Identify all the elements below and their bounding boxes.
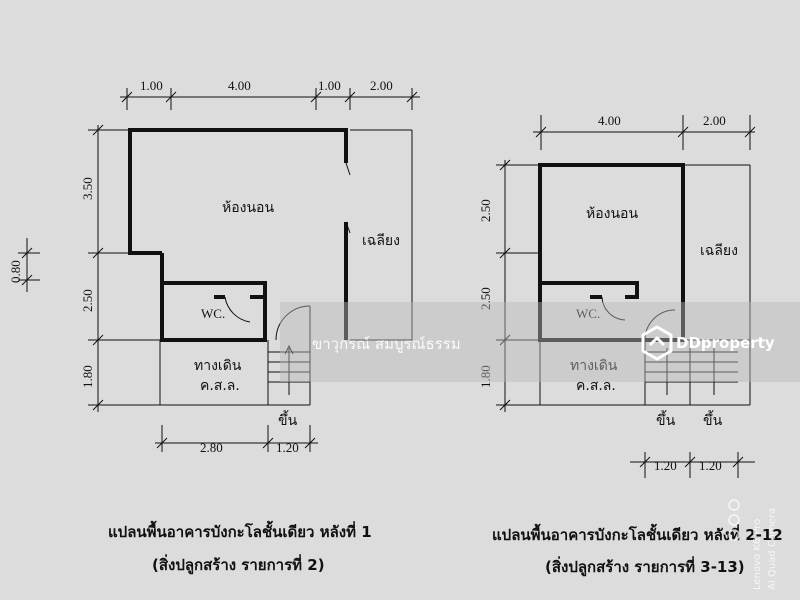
plan1-bedroom-label: ห้องนอน <box>222 200 274 216</box>
plan-1 <box>18 88 420 452</box>
plan2-walkway-label: ทางเดิน <box>570 358 618 374</box>
plan2-up-left-label: ขึ้น <box>656 410 676 429</box>
plan1-up-label: ขึ้น <box>278 410 298 429</box>
plan1-top-dimension <box>120 88 420 110</box>
plan2-porch-label: เฉลียง <box>700 243 738 259</box>
plan2-bedroom-label: ห้องนอน <box>586 206 638 222</box>
plan1-top-dim-4: 2.00 <box>370 78 393 93</box>
plan2-wc-label: WC. <box>576 306 600 321</box>
plan1-walls <box>128 128 348 342</box>
plan1-left-dim-3: 1.80 <box>80 365 95 388</box>
plan2-stairs <box>645 348 738 395</box>
plan1-porch-label: เฉลียง <box>362 233 400 249</box>
watermark-band <box>280 302 800 382</box>
plan2-bottom-dim-1: 1.20 <box>654 458 677 473</box>
plan2-walls <box>538 163 685 342</box>
plan2-up-right-label: ขึ้น <box>703 410 723 429</box>
plan1-bottom-dimension <box>155 425 318 452</box>
plan2-top-dim-1: 4.00 <box>598 113 621 128</box>
plan2-caption-line1: แปลนพื้นอาคารบังกะโลชั้นเดียว หลังที่ 2-… <box>492 523 783 544</box>
plan2-bottom-dimension <box>630 452 755 478</box>
plan1-bottom-dim-2: 1.20 <box>276 440 299 455</box>
plan2-walkway-sub-label: ค.ส.ล. <box>576 378 616 394</box>
plan2-left-dim-2: 2.50 <box>478 287 493 310</box>
plan1-side-dim: 0.80 <box>8 260 23 283</box>
plan1-side-dimension <box>18 238 40 292</box>
plan1-walkway-sub-label: ค.ส.ล. <box>200 378 240 394</box>
plan1-left-dim-2: 2.50 <box>80 289 95 312</box>
plan2-caption-line2: (สิ่งปลูกสร้าง รายการที่ 3-13) <box>545 556 745 577</box>
plan2-left-dim-1: 2.50 <box>478 199 493 222</box>
plan-2 <box>496 115 756 478</box>
plan2-left-dim-3: 1.80 <box>478 365 493 388</box>
plan1-top-dim-3: 1.00 <box>318 78 341 93</box>
plan1-wc-label: WC. <box>201 306 225 321</box>
plan2-bottom-dim-2: 1.20 <box>699 458 722 473</box>
plan1-stairs <box>268 344 310 395</box>
plan2-top-dim-2: 2.00 <box>703 113 726 128</box>
plan1-top-dim-2: 4.00 <box>228 78 251 93</box>
camera-subtitle-text: AI Quad Camera <box>767 508 778 590</box>
camera-lens-icon <box>728 499 740 541</box>
plan2-left-dimension <box>496 159 540 412</box>
ddproperty-logo-icon <box>641 325 673 361</box>
camera-model-text: Lenovo K6 Pro <box>752 519 763 590</box>
plan1-doors <box>224 162 351 341</box>
plan1-left-dimension <box>88 124 160 412</box>
plan1-porch-outline <box>350 129 413 341</box>
watermark-owner-text: ขาวุกรณ์ สมบูรณ์ธรรม <box>312 335 461 354</box>
plan1-left-dim-1: 3.50 <box>80 177 95 200</box>
plan1-top-dim-1: 1.00 <box>140 78 163 93</box>
plan1-bottom-dim-1: 2.80 <box>200 440 223 455</box>
plan1-caption-line2: (สิ่งปลูกสร้าง รายการที่ 2) <box>152 554 325 575</box>
watermark-brand-text: DDproperty <box>676 334 775 352</box>
plan1-walkway-label: ทางเดิน <box>194 358 242 374</box>
plan1-caption-line1: แปลนพื้นอาคารบังกะโลชั้นเดียว หลังที่ 1 <box>108 520 372 541</box>
plan2-top-dimension <box>533 115 756 150</box>
